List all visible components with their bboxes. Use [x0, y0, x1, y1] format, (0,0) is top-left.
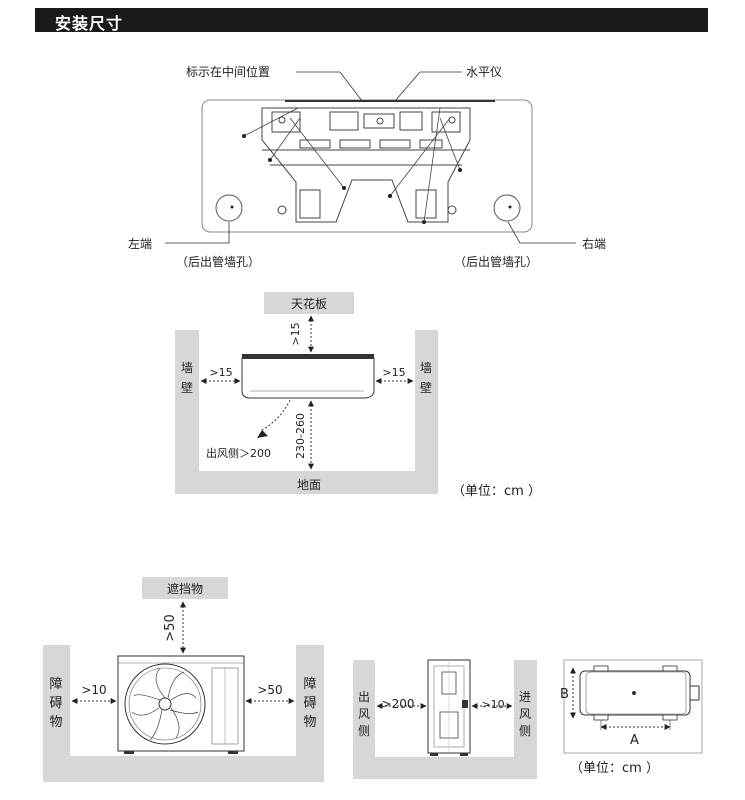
airflow-label: 出风侧＞200: [206, 446, 271, 460]
outdoor-unit-side: [427, 659, 471, 756]
wall-right-char-1: 墙: [420, 361, 432, 375]
label-rear-hole-right: （后出管墙孔）: [454, 254, 538, 269]
right-clearance-label: >15: [382, 366, 405, 379]
mounting-bracket: [261, 107, 471, 223]
label-level: 水平仪: [466, 65, 502, 79]
wall-right-char-2: 壁: [420, 380, 432, 395]
label-left-end: 左端: [128, 236, 152, 251]
floor-label: 地面: [297, 478, 321, 492]
section-title: 安装尺寸: [55, 14, 124, 33]
right-obstacle-char-2: 碍: [303, 696, 316, 711]
dimension-b-label: B: [560, 687, 569, 702]
right-obstacle-char-3: 物: [303, 715, 316, 730]
outdoor-unit-top-view: [579, 665, 700, 721]
outdoor-unit-front: [117, 655, 245, 754]
right-clearance-label-2: >50: [257, 683, 282, 697]
indoor-unit: [241, 354, 375, 399]
left-clearance-label-2: >10: [81, 683, 106, 697]
section-header: 安装尺寸: [35, 8, 708, 33]
mounting-plate-diagram: 标示在中间位置 水平仪 左端 右端 （后出管墙孔） （后出管墙孔）: [128, 64, 606, 269]
side-walls: [353, 660, 537, 779]
label-right-end: 右端: [582, 236, 606, 251]
room-walls: [175, 330, 438, 494]
dimension-a-label: A: [630, 733, 639, 748]
outdoor-unit-side-clearance-diagram: >200 >10 出 风 侧 进 风 侧: [353, 659, 537, 779]
right-wall-hole: [493, 194, 521, 222]
inlet-side-char-3: 侧: [519, 724, 531, 738]
inlet-side-char-1: 进: [519, 690, 531, 704]
right-obstacle-char-1: 障: [303, 677, 316, 692]
outlet-clearance-label: >200: [382, 697, 415, 711]
obstacle-box: [142, 577, 228, 599]
left-obstacle-char-2: 碍: [49, 696, 62, 711]
outlet-side-char-2: 风: [358, 707, 370, 721]
height-range-label: 230-260: [294, 413, 307, 459]
left-wall-hole: [215, 194, 243, 222]
inlet-side-char-2: 风: [519, 707, 531, 721]
top-clearance-label-2: >50: [163, 614, 178, 641]
outlet-side-char-1: 出: [358, 690, 370, 704]
unit-note-2: （单位：cm ）: [570, 761, 659, 776]
left-obstacle-char-3: 物: [49, 715, 62, 730]
wall-left-char-1: 墙: [181, 361, 193, 375]
left-clearance-label: >15: [209, 366, 232, 379]
top-clearance-label: >15: [289, 322, 302, 345]
ceiling-label: 天花板: [291, 296, 327, 311]
obstacle-walls: [43, 645, 324, 782]
label-rear-hole-left: （后出管墙孔）: [176, 254, 260, 269]
obstacle-label: 遮挡物: [167, 581, 203, 596]
outlet-side-char-3: 侧: [358, 724, 370, 738]
ceiling-box: [264, 292, 354, 314]
inlet-clearance-label: >10: [481, 698, 504, 711]
outdoor-unit-front-clearance-diagram: 遮挡物 >50: [43, 577, 324, 782]
wall-left-char-2: 壁: [181, 380, 193, 395]
indoor-unit-clearance-diagram: 天花板 >15 墙 壁 墙 壁 >15 >15 230-260 出风侧＞200 …: [175, 292, 541, 499]
label-center-mark: 标示在中间位置: [186, 64, 270, 79]
outdoor-unit-dimension-diagram: B A （单位：cm ）: [560, 659, 703, 776]
left-obstacle-char-1: 障: [49, 677, 62, 692]
unit-note-1: （单位：cm ）: [452, 484, 541, 499]
